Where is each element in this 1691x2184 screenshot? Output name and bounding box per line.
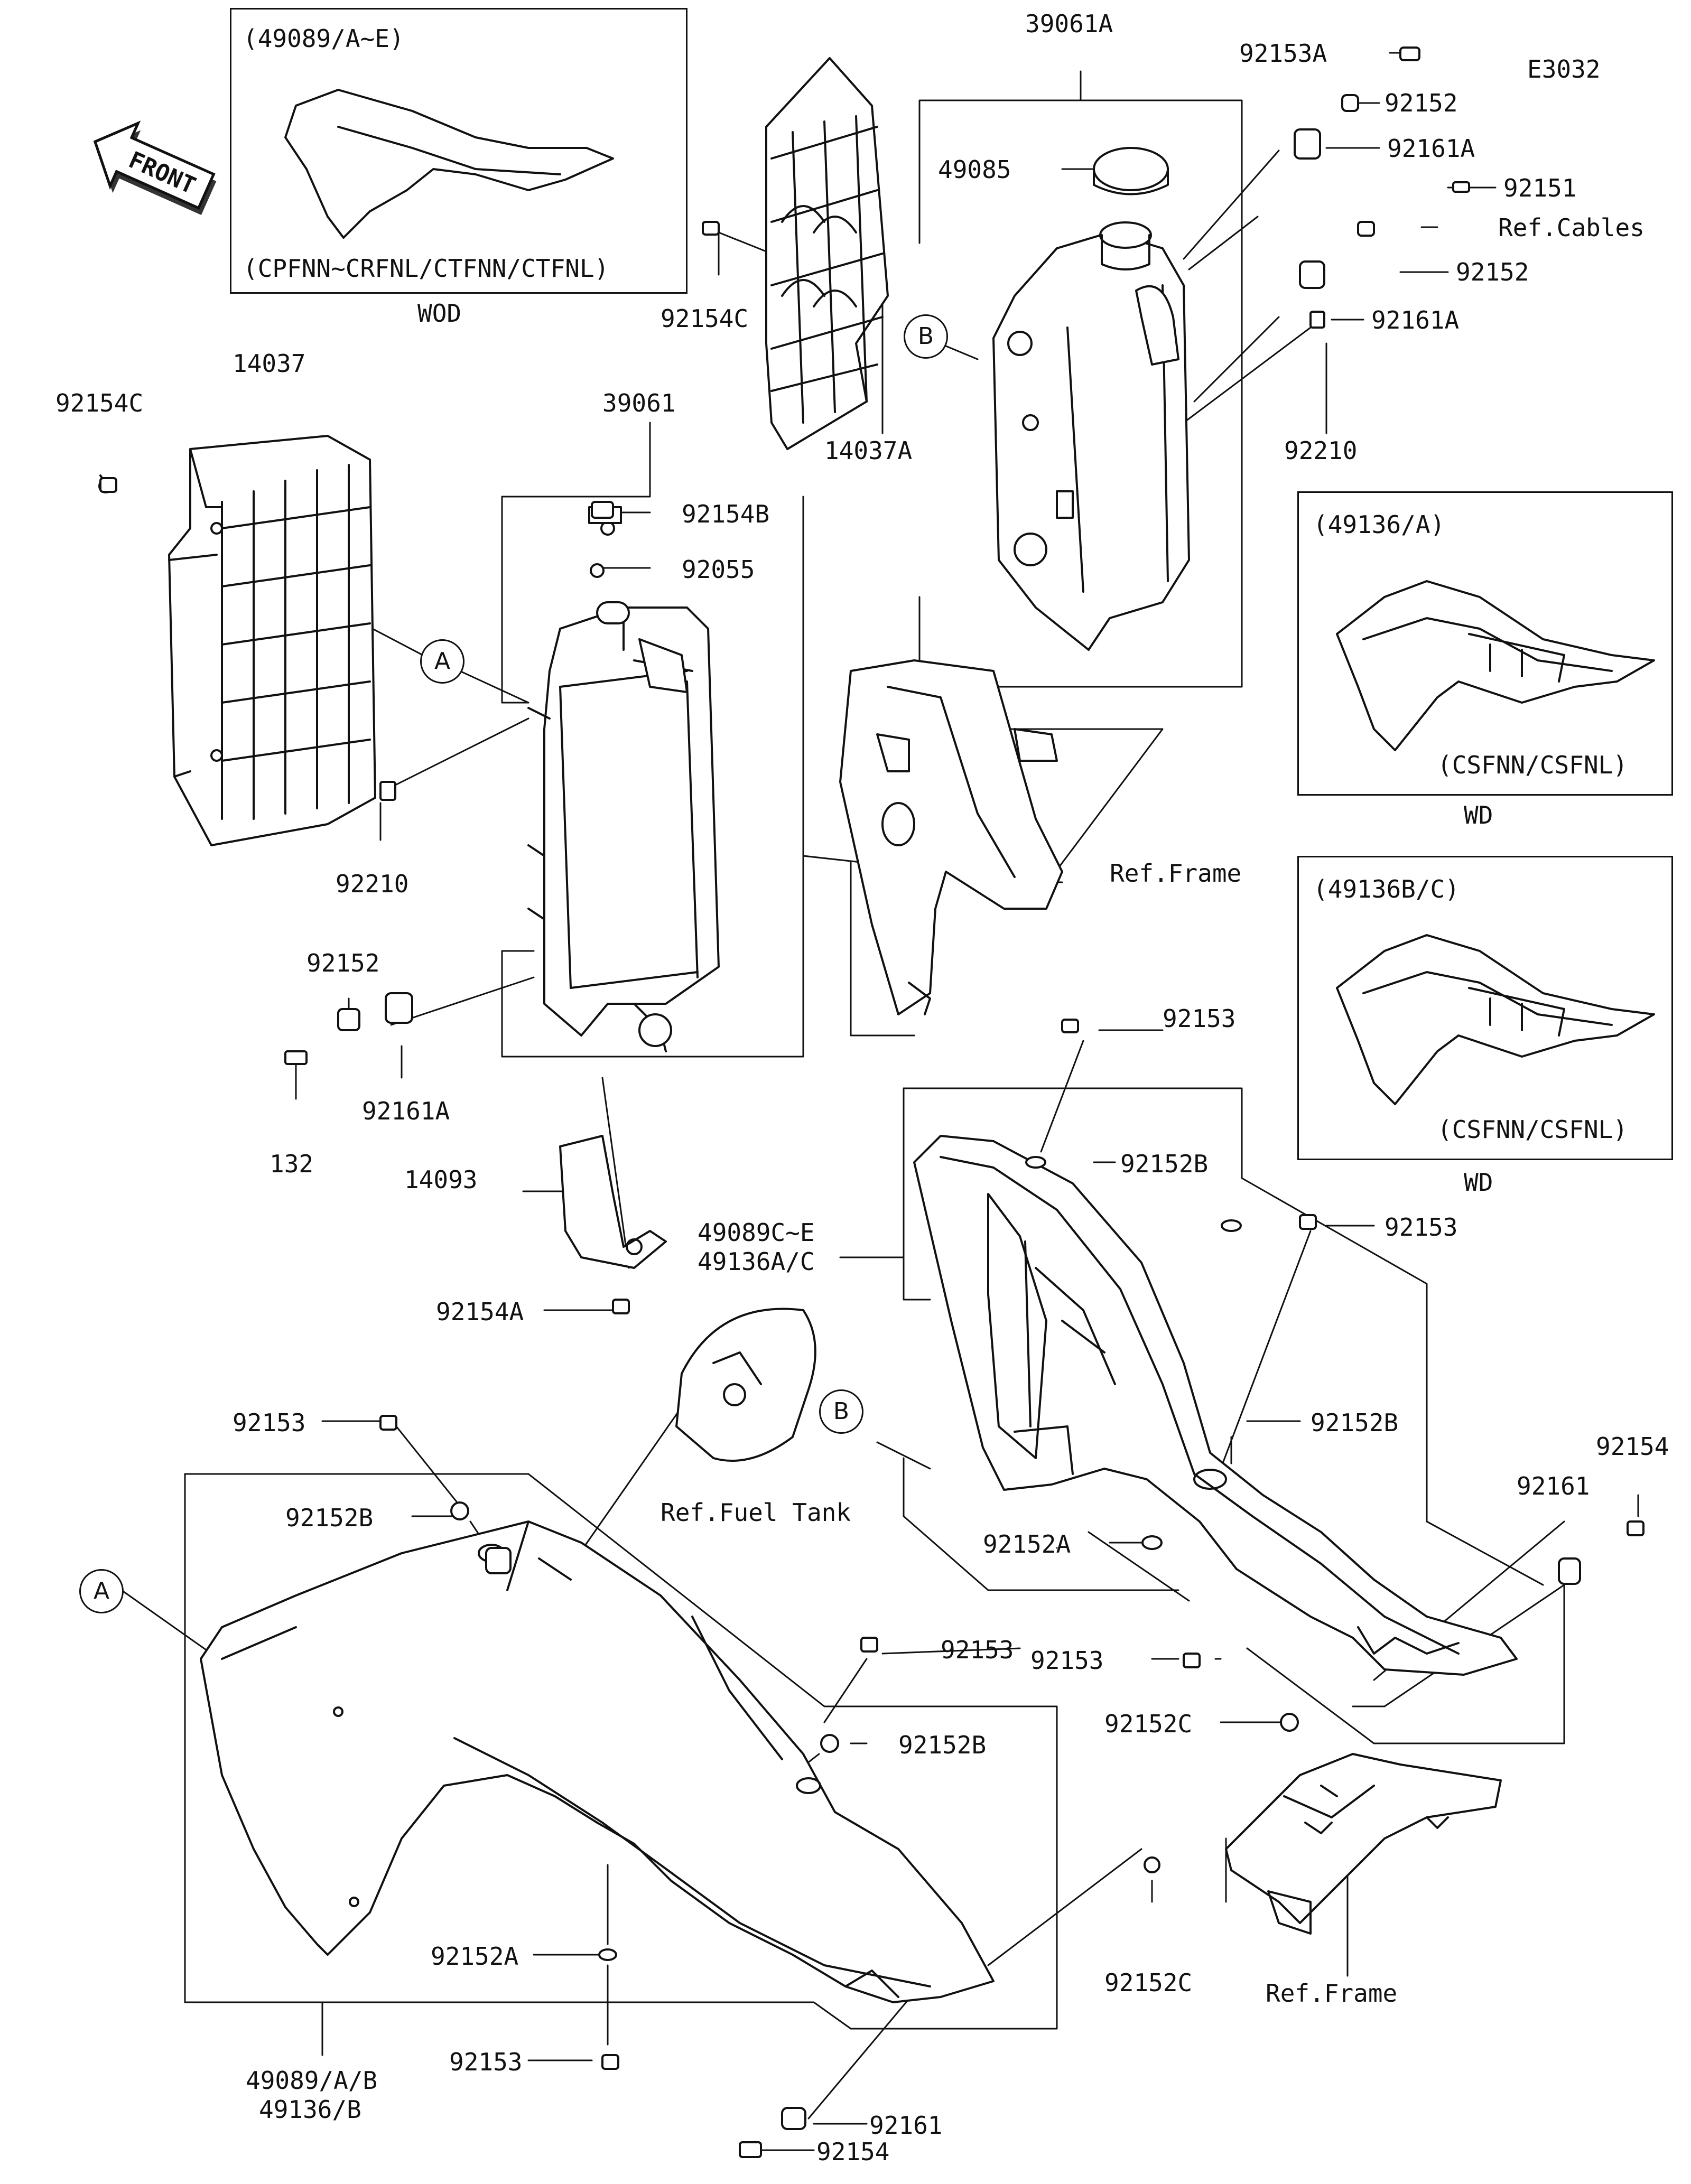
frame-ref-bottom xyxy=(1225,1753,1502,1935)
label-92153-low: 92153 xyxy=(449,2048,523,2076)
center-shroud-49089C-E xyxy=(913,1135,1518,1676)
marker-b-1: B xyxy=(904,314,948,359)
label-92161-bottom: 92161 xyxy=(869,2111,943,2140)
label-92152A-mid: 92152A xyxy=(983,1530,1071,1558)
label-49136A: (49136/A) xyxy=(1313,510,1445,539)
label-49089-a-e: (49089/A~E) xyxy=(243,24,404,53)
label-ref-fuel-tank: Ref.Fuel Tank xyxy=(661,1498,851,1527)
label-14037: 14037 xyxy=(233,349,306,378)
label-ref-cables: Ref.Cables xyxy=(1498,213,1644,242)
label-92152B-left: 92152B xyxy=(285,1504,374,1532)
marker-a-1: A xyxy=(420,639,464,684)
label-92154B: 92154B xyxy=(682,500,770,528)
radiator-shroud-14037 xyxy=(98,435,376,846)
inset-box-wd-1 xyxy=(1297,491,1673,796)
label-49136BC: (49136B/C) xyxy=(1313,875,1460,903)
frame-ref-top xyxy=(839,659,1063,1015)
label-ref-frame-top: Ref.Frame xyxy=(1110,859,1242,888)
inset-box-wd-2 xyxy=(1297,856,1673,1160)
label-ref-frame-low: Ref.Frame xyxy=(1266,1979,1398,2008)
label-92161A-top: 92161A xyxy=(1387,134,1475,163)
label-cp-models: (CPFNN~CRFNL/CTFNN/CTFNL) xyxy=(243,254,609,283)
label-92154C-left: 92154C xyxy=(55,389,144,417)
label-92210-right: 92210 xyxy=(1284,436,1358,465)
label-92154-right: 92154 xyxy=(1596,1432,1669,1461)
left-shroud-49089AB xyxy=(200,1520,995,2003)
label-92151: 92151 xyxy=(1503,174,1577,202)
fuel-tank-ref xyxy=(675,1308,816,1462)
label-92152B-d: 92152B xyxy=(898,1731,987,1759)
marker-b-2: B xyxy=(819,1389,863,1434)
label-39061A: 39061A xyxy=(1025,10,1113,38)
inset-shroud-wd-1 xyxy=(1336,580,1655,751)
label-132: 132 xyxy=(270,1150,314,1178)
label-92154A: 92154A xyxy=(436,1298,524,1326)
fasteners xyxy=(99,46,1644,2158)
label-92055: 92055 xyxy=(682,555,755,584)
label-92152C-low: 92152C xyxy=(1104,1968,1193,1997)
label-92152-mid: 92152 xyxy=(1456,258,1529,286)
label-49089AB: 49089/A/B xyxy=(246,2066,378,2095)
label-49136B: 49136/B xyxy=(259,2095,361,2124)
radiator-shroud-14037A xyxy=(765,57,889,450)
label-92153A: 92153A xyxy=(1239,39,1327,68)
label-14037A: 14037A xyxy=(824,436,913,465)
front-arrow-icon: FRONT xyxy=(93,120,217,215)
label-92161A-mid: 92161A xyxy=(1371,306,1460,334)
label-csfnn-1: (CSFNN/CSFNL) xyxy=(1437,751,1628,779)
label-92153-left: 92153 xyxy=(233,1408,306,1437)
label-wd-2: WD xyxy=(1464,1168,1493,1197)
bracket-14093 xyxy=(559,1135,667,1269)
marker-a-2: A xyxy=(79,1569,124,1613)
label-92161-right: 92161 xyxy=(1517,1472,1590,1500)
inset-shroud-wd-2 xyxy=(1336,934,1655,1105)
label-92152B-a: 92152B xyxy=(1120,1150,1209,1178)
inset-shroud-wod xyxy=(284,89,614,239)
label-92153-a: 92153 xyxy=(1163,1004,1236,1033)
label-92152C-mid: 92152C xyxy=(1104,1710,1193,1738)
label-92210-left: 92210 xyxy=(336,870,409,898)
radiator-39061 xyxy=(527,506,720,1052)
diagram-code: E3032 xyxy=(1527,55,1601,83)
label-92154-bottom: 92154 xyxy=(816,2138,890,2166)
label-wd-1: WD xyxy=(1464,801,1493,829)
label-92152B-b: 92152B xyxy=(1311,1408,1399,1437)
label-92152-top: 92152 xyxy=(1385,89,1458,117)
label-wod: WOD xyxy=(417,299,462,328)
label-49085: 49085 xyxy=(938,155,1011,184)
front-arrow-badge: FRONT xyxy=(79,106,222,227)
label-92153-b: 92153 xyxy=(1385,1213,1458,1242)
label-49089CE: 49089C~E xyxy=(698,1218,815,1247)
inset-box-wod xyxy=(230,8,687,294)
label-92153-d: 92153 xyxy=(941,1636,1014,1664)
label-49136AC: 49136A/C xyxy=(698,1247,815,1276)
label-csfnn-2: (CSFNN/CSFNL) xyxy=(1437,1115,1628,1144)
radiator-39061A xyxy=(992,147,1190,651)
label-92152A-low: 92152A xyxy=(431,1942,519,1971)
label-14093: 14093 xyxy=(404,1165,478,1194)
label-39061: 39061 xyxy=(602,389,676,417)
label-92154C-top: 92154C xyxy=(661,304,749,333)
label-92152-left: 92152 xyxy=(306,949,380,977)
label-92161A-left: 92161A xyxy=(362,1097,450,1125)
label-92153-c: 92153 xyxy=(1030,1646,1104,1675)
